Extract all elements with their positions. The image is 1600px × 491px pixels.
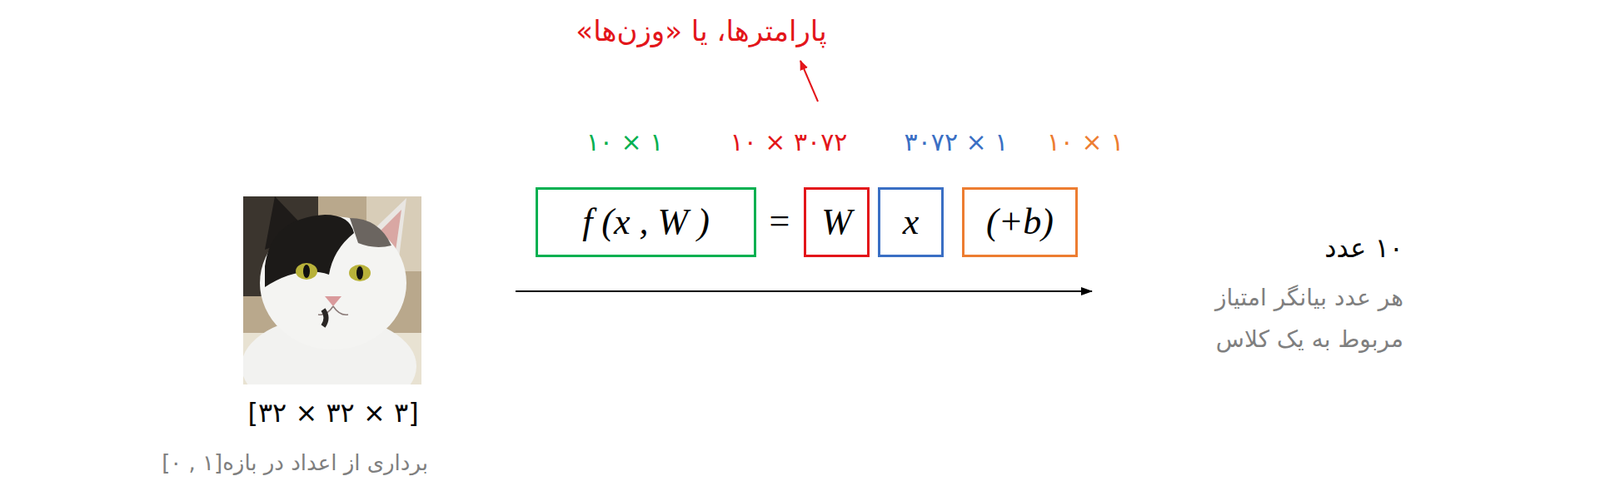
dimension-label: ۱۰ × ۱	[1046, 127, 1125, 158]
leader-arrow	[800, 60, 818, 102]
image-description: برداری از اعداد در بازه[۱ , ۰]	[161, 450, 429, 477]
equals-sign: =	[769, 199, 791, 245]
math-expression: (+b)	[986, 202, 1054, 243]
output-description: هر عدد بیانگر امتیاز مربوط به یک کلاس	[1153, 277, 1404, 361]
dimension-label: ۳۰۷۲ × ۱	[904, 127, 1009, 158]
cat-image	[243, 196, 422, 385]
dimension-label: ۱۰ × ۱	[586, 127, 664, 158]
equation-box: W	[803, 187, 870, 258]
flow-arrow	[515, 290, 1092, 293]
equation-box: f (x , W )	[535, 187, 757, 258]
equation-box: x	[877, 187, 944, 258]
math-expression: f (x , W )	[582, 202, 710, 243]
output-count: ۱۰ عدد	[1324, 232, 1404, 265]
math-expression: x	[902, 202, 920, 243]
parameter-note: پارامترها، یا «وزن‌ها»	[575, 14, 827, 49]
equation-box: (+b)	[961, 187, 1078, 258]
image-dimension: [۳۲ × ۳۲ × ۳]	[247, 397, 419, 429]
math-expression: W	[821, 202, 853, 243]
dimension-label: ۱۰ × ۳۰۷۲	[730, 127, 848, 158]
